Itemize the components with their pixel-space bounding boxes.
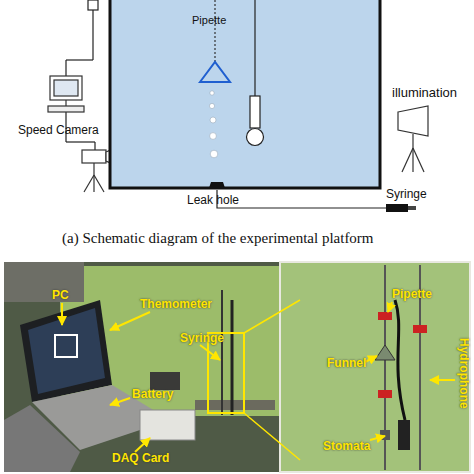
part-label: illumination xyxy=(392,86,457,100)
photo-label: Themometer xyxy=(140,298,212,311)
part-label: Syringe xyxy=(386,188,427,201)
pipette xyxy=(200,0,230,82)
photo-label: DAQ Card xyxy=(112,452,169,465)
photo-label: Stomata xyxy=(323,440,370,453)
water-tank xyxy=(110,0,380,188)
bubbles xyxy=(209,91,217,158)
figure-caption: (a) Schematic diagram of the experimenta… xyxy=(62,230,374,247)
syringe-icon xyxy=(386,204,416,212)
photo-label: Hydrophone xyxy=(457,338,470,409)
part-label: Speed Camera xyxy=(18,124,99,137)
photo-label: Syringe xyxy=(180,332,224,345)
camera-icon xyxy=(82,149,113,192)
computer-icon xyxy=(48,76,84,112)
part-label: Leak hole xyxy=(187,194,239,207)
photo xyxy=(4,262,470,472)
photo-label: Battery xyxy=(132,388,173,401)
part-label: Pipette xyxy=(192,14,226,26)
hydrophone xyxy=(247,0,264,146)
leader-arrows xyxy=(62,302,455,452)
photo-label: Pipette xyxy=(392,288,432,301)
photo-label: PC xyxy=(52,289,69,302)
photo-label: Funnel xyxy=(327,357,366,370)
lamp-icon xyxy=(398,106,428,172)
